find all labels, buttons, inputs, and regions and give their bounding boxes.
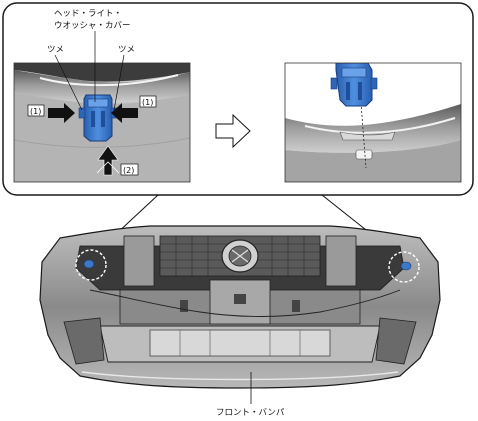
press-arrow-left [48,103,75,123]
callout-detail: ヘッド・ライト・ ウオッシャ・カバー ツメ ツメ (1) (1) (2) [2,2,474,196]
next-step-arrow [215,113,251,149]
inset-removed-view [285,63,461,182]
tab-label-right: ツメ [118,45,135,55]
inset-left-border [13,62,191,183]
detail-circle-left [75,249,107,281]
pull-arrow-up [97,145,119,176]
tab-label-left: ツメ [47,45,64,55]
inset-right-border [284,62,462,183]
step-box-left [27,104,45,117]
leader-tab-left [54,54,83,111]
step-box-bottom [120,163,139,176]
detail-circle-right [388,251,420,283]
press-arrow-right [111,103,138,123]
step-label-left: (1) [30,107,41,116]
cover-label-line1: ヘッド・ライト・ [54,9,122,19]
removed-cover-part [330,63,378,107]
cover-label-line2: ウオッシャ・カバー [54,21,131,31]
front-bumper-illustration [39,225,441,389]
step-box-right [139,95,157,108]
step-label-bottom: (2) [123,166,134,175]
inset-removal-view [14,63,190,182]
leader-tab-right [113,54,125,111]
step-label-right: (1) [142,98,153,107]
bumper-label: フロント・バンパ [216,408,285,418]
washer-cover-left-location [83,259,95,269]
washer-cover-part [78,94,118,142]
washer-cover-right-location [400,261,412,271]
